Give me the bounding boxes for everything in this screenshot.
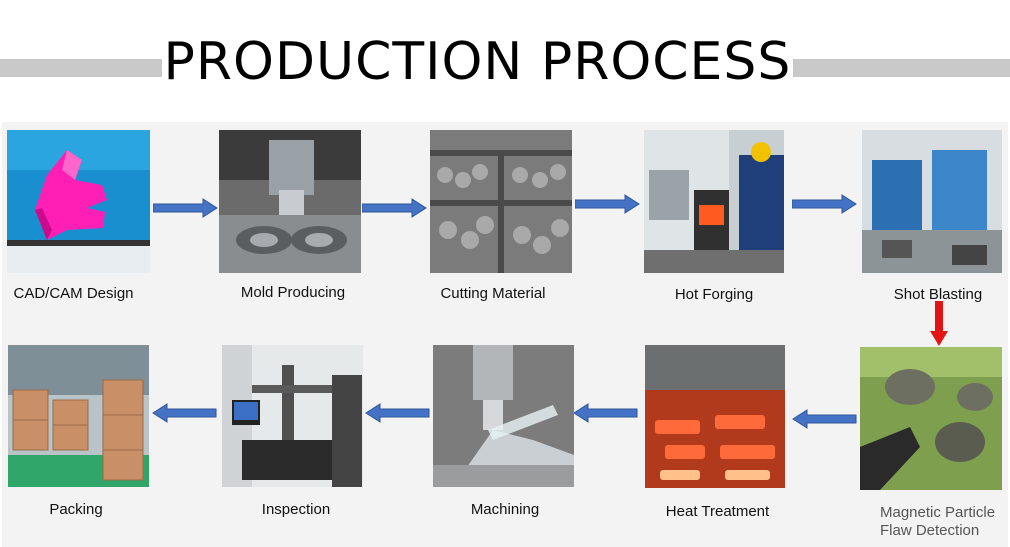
turn-arrow-down — [929, 301, 949, 347]
flow-arrow-6 — [573, 403, 638, 423]
flow-arrow-2 — [362, 198, 427, 218]
header-bar-left — [0, 59, 162, 77]
step-label-magnetic-particle-flaw-detection: Magnetic Particle Flaw Detection — [880, 504, 1006, 540]
step-label-hot-forging: Hot Forging — [674, 286, 754, 303]
step-label-mold-producing: Mold Producing — [240, 284, 346, 301]
step-label-packing: Packing — [49, 501, 103, 518]
cmm-inspection-photo — [222, 345, 363, 487]
step-label-inspection: Inspection — [261, 501, 331, 518]
step-label-heat-treatment: Heat Treatment — [665, 503, 770, 520]
flow-arrow-3 — [575, 194, 640, 214]
page-title: PRODUCTION PROCESS — [163, 32, 792, 92]
flaw-detection-photo — [860, 347, 1002, 490]
flow-arrow-8 — [152, 403, 217, 423]
flow-arrow-7 — [365, 403, 430, 423]
cad-model-photo — [7, 130, 150, 273]
header-bar-right — [793, 59, 1010, 77]
step-label-cad-cam-design: CAD/CAM Design — [13, 285, 134, 302]
steel-bars-photo — [430, 130, 572, 273]
step-label-shot-blasting: Shot Blasting — [893, 286, 983, 303]
cnc-machining-photo — [433, 345, 574, 487]
flow-arrow-1 — [153, 198, 218, 218]
flow-arrow-4 — [792, 194, 857, 214]
blasting-machine-photo — [862, 130, 1002, 273]
furnace-photo — [645, 345, 785, 488]
forging-press-photo — [644, 130, 784, 273]
step-label-line1: Magnetic Particle — [880, 504, 996, 521]
wooden-crates-photo — [8, 345, 149, 487]
step-label-machining: Machining — [470, 501, 540, 518]
step-label-cutting-material: Cutting Material — [440, 285, 546, 302]
flow-arrow-5 — [792, 409, 857, 429]
mold-cnc-photo — [219, 130, 361, 273]
step-label-line2: Flaw Detection — [880, 522, 980, 539]
